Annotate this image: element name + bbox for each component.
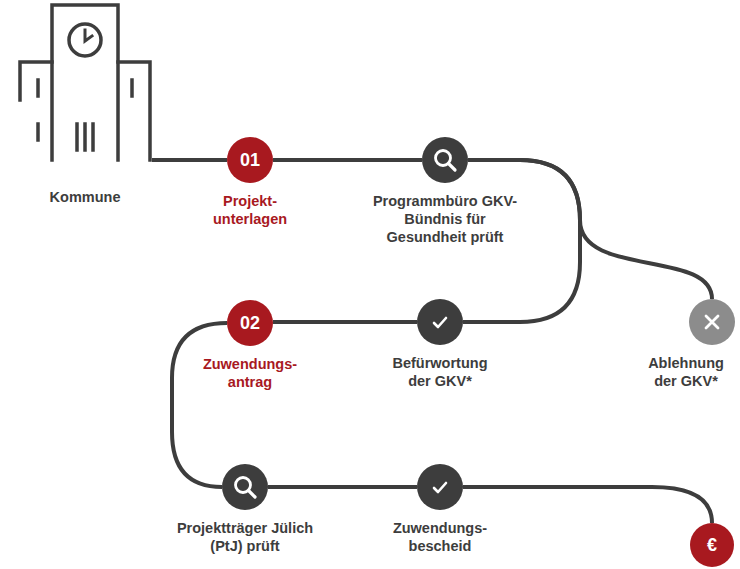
flow-connector [172, 323, 227, 487]
right-wing-outline [118, 62, 150, 160]
tower-outline [52, 5, 118, 160]
step-number-circle: 02Zuwendungs- antrag [227, 300, 273, 346]
clock-hands [85, 30, 92, 41]
funding-circle: € [690, 523, 734, 567]
step-label: Kommune [30, 188, 140, 206]
door-columns [77, 124, 93, 150]
flow-connector [468, 160, 712, 299]
step-label: Programmbüro GKV-Bündnis für Gesundheit … [365, 192, 525, 246]
check-icon [417, 464, 463, 510]
step-label: Projekt- unterlagen [202, 192, 298, 228]
step-label: Ablehnung der GKV* [638, 354, 734, 390]
step-number: 02 [227, 300, 273, 346]
town-hall: Kommune [18, 4, 152, 162]
magnifier-handle [449, 164, 456, 171]
flow-connector [268, 485, 417, 489]
flow-connector [273, 320, 417, 324]
check-mark [434, 318, 446, 327]
search-icon [222, 464, 268, 510]
town-hall-outline [20, 5, 150, 160]
check-mark [434, 483, 446, 492]
approval-circle: Befürwortung der GKV* [417, 299, 463, 345]
magnifier-handle [249, 491, 256, 498]
review-circle: Projektträger Jülich (PtJ) prüft [222, 464, 268, 510]
cross-icon [689, 299, 735, 345]
check-icon [417, 299, 463, 345]
step-number-circle: 01Projekt- unterlagen [227, 137, 273, 183]
review-circle: Programmbüro GKV-Bündnis für Gesundheit … [422, 137, 468, 183]
flow-connector [463, 487, 712, 523]
step-label: Befürwortung der GKV* [381, 354, 499, 390]
left-wing-outline [20, 62, 52, 100]
flow-connector [273, 158, 422, 162]
flow-connector [152, 158, 227, 162]
search-icon [422, 137, 468, 183]
rejection-circle: Ablehnung der GKV* [689, 299, 735, 345]
step-label: Projektträger Jülich (PtJ) prüft [174, 519, 316, 555]
step-number: 01 [227, 137, 273, 183]
clock-face [69, 24, 101, 56]
approval-circle: Zuwendungs- bescheid [417, 464, 463, 510]
step-number: € [690, 523, 734, 567]
step-label: Zuwendungs- antrag [198, 355, 302, 391]
cross-mark [706, 316, 718, 328]
step-label: Zuwendungs- bescheid [388, 519, 492, 555]
